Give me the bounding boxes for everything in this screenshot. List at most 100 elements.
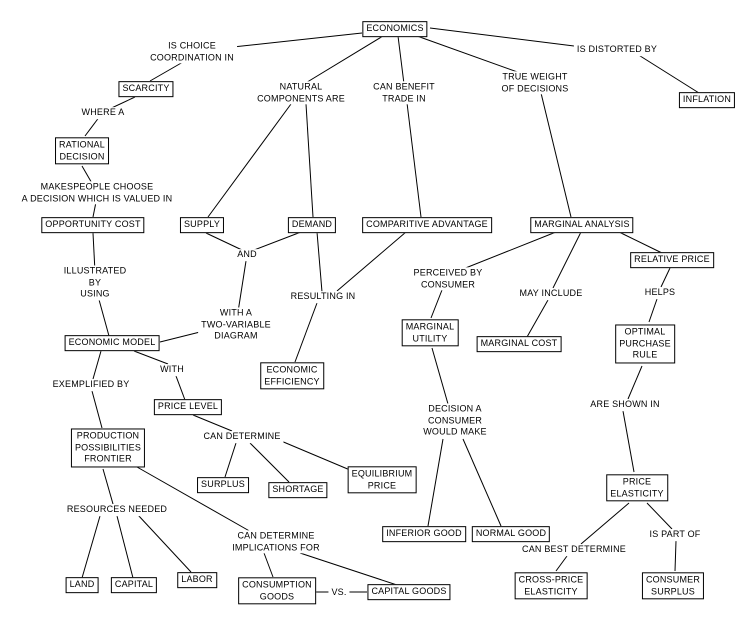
node-consumer-surplus: CONSUMER SURPLUS bbox=[641, 572, 705, 600]
edge-label-vs: VS. bbox=[328, 587, 350, 599]
connector-line bbox=[192, 414, 233, 432]
node-marginal-cost: MARGINAL COST bbox=[476, 336, 562, 352]
connector-line bbox=[646, 502, 673, 530]
edge-label-exemplified-by: EXEMPLIFIED BY bbox=[49, 379, 133, 391]
edge-label-is-distorted-by: IS DISTORTED BY bbox=[573, 44, 661, 56]
node-price-elasticity: PRICE ELASTICITY bbox=[606, 474, 668, 502]
node-economic-efficiency: ECONOMIC EFFICIENCY bbox=[260, 362, 324, 390]
edge-label-natural-components-are: NATURAL COMPONENTS ARE bbox=[254, 81, 348, 105]
node-production-possibilities-frontier: PRODUCTION POSSIBILITIES FRONTIER bbox=[70, 428, 146, 468]
connector-line bbox=[462, 438, 502, 527]
connector-line bbox=[253, 231, 302, 251]
node-supply: SUPPLY bbox=[179, 217, 225, 233]
node-scarcity: SCARCITY bbox=[118, 81, 174, 97]
edge-label-are-shown-in: ARE SHOWN IN bbox=[587, 399, 663, 411]
node-optimal-purchase-rule: OPTIMAL PURCHASE RULE bbox=[615, 324, 675, 364]
connector-line bbox=[648, 298, 658, 323]
edge-label-where-a: WHERE A bbox=[78, 107, 128, 119]
edge-label-can-determine: CAN DETERMINE bbox=[200, 431, 284, 443]
connector-line bbox=[149, 61, 184, 82]
node-demand: DEMAND bbox=[287, 217, 337, 233]
connector-line bbox=[618, 231, 663, 254]
edge-label-can-benefit-trade-in: CAN BENEFIT TRADE IN bbox=[370, 81, 438, 105]
node-consumption-goods: CONSUMPTION GOODS bbox=[238, 577, 316, 605]
node-shortage: SHORTAGE bbox=[268, 482, 328, 498]
connector-line bbox=[540, 92, 572, 218]
connector-line bbox=[137, 514, 192, 573]
connector-line bbox=[427, 438, 444, 527]
node-relative-price: RELATIVE PRICE bbox=[630, 252, 714, 268]
connector-line bbox=[205, 232, 243, 251]
edge-label-illustrated-by-using: ILLUSTRATED BY USING bbox=[60, 265, 130, 301]
connector-line bbox=[303, 35, 384, 85]
edge-label-is-choice-coordination-in: IS CHOICE COORDINATION IN bbox=[147, 40, 237, 64]
connector-line bbox=[224, 442, 237, 478]
edge-label-resulting-in: RESULTING IN bbox=[287, 291, 359, 303]
connector-line bbox=[102, 468, 114, 505]
connector-line bbox=[526, 299, 549, 338]
node-rational-decision: RATIONAL DECISION bbox=[55, 137, 109, 165]
node-economic-model: ECONOMIC MODEL bbox=[64, 335, 160, 351]
node-cross-price-elasticity: CROSS-PRICE ELASTICITY bbox=[514, 572, 588, 600]
connector-line bbox=[273, 437, 351, 471]
node-marginal-utility: MARGINAL UTILITY bbox=[401, 319, 459, 347]
connector-line bbox=[133, 350, 169, 365]
connector-line bbox=[299, 552, 398, 586]
connector-line bbox=[397, 35, 405, 85]
edge-label-can-best-determine: CAN BEST DETERMINE bbox=[519, 544, 629, 556]
connector-line bbox=[555, 555, 568, 572]
connector-line bbox=[406, 102, 422, 218]
connector-line bbox=[674, 540, 677, 572]
edge-label-is-part-of: IS PART OF bbox=[646, 529, 704, 541]
connector-line bbox=[207, 103, 292, 218]
node-economics: ECONOMICS bbox=[362, 21, 428, 37]
connector-line bbox=[457, 231, 557, 272]
node-capital: CAPITAL bbox=[110, 577, 158, 593]
connector-line bbox=[136, 466, 254, 534]
connector-line bbox=[336, 231, 407, 292]
connector-line bbox=[91, 390, 103, 429]
node-comparitive-advantage: COMPARITIVE ADVANTAGE bbox=[362, 217, 492, 233]
connector-line bbox=[249, 442, 290, 483]
connector-line bbox=[429, 27, 599, 50]
connector-line bbox=[294, 302, 318, 363]
edge-label-resources-needed: RESOURCES NEEDED bbox=[63, 504, 171, 516]
node-inflation: INFLATION bbox=[678, 92, 736, 108]
connector-line bbox=[97, 295, 110, 337]
edge-label-can-determine-implications-for: CAN DETERMINE IMPLICATIONS FOR bbox=[229, 530, 323, 554]
node-opportunity-cost: OPPORTUNITY COST bbox=[41, 217, 145, 233]
node-inferior-good: INFERIOR GOOD bbox=[382, 526, 466, 542]
connector-line bbox=[627, 365, 643, 400]
connector-line bbox=[622, 410, 635, 473]
edge-label-true-weight-of-decisions: TRUE WEIGHT OF DECISIONS bbox=[498, 71, 572, 95]
edge-label-may-include: MAY INCLUDE bbox=[516, 288, 586, 300]
connector-line bbox=[116, 515, 134, 579]
edge-label-makes-people-choose: MAKESPEOPLE CHOOSE A DECISION WHICH IS V… bbox=[18, 181, 176, 205]
edge-label-with-a-two-variable-diagram: WITH A TWO-VARIABLE DIAGRAM bbox=[198, 307, 274, 343]
connector-line bbox=[92, 350, 102, 380]
connector-line bbox=[263, 552, 274, 578]
connector-line bbox=[316, 231, 323, 293]
connector-line bbox=[580, 502, 630, 545]
edge-label-helps: HELPS bbox=[641, 287, 679, 299]
edge-label-perceived-by-consumer: PERCEIVED BY CONSUMER bbox=[410, 267, 486, 291]
edge-label-decision-a-consumer-would-make: DECISION A CONSUMER WOULD MAKE bbox=[420, 403, 490, 439]
node-equilibrium-price: EQUILIBRIUM PRICE bbox=[347, 466, 417, 494]
connector-line bbox=[81, 515, 101, 579]
node-capital-goods: CAPITAL GOODS bbox=[367, 584, 451, 600]
connector-line bbox=[430, 289, 443, 319]
connector-line bbox=[660, 267, 671, 288]
node-land: LAND bbox=[65, 577, 99, 593]
edge-label-and: AND bbox=[234, 249, 260, 261]
connector-line bbox=[175, 375, 186, 401]
connector-line bbox=[552, 231, 582, 289]
edge-label-with: WITH bbox=[157, 364, 187, 376]
connector-line bbox=[416, 35, 524, 75]
node-marginal-analysis: MARGINAL ANALYSIS bbox=[530, 217, 634, 233]
node-surplus: SURPLUS bbox=[197, 477, 249, 493]
node-price-level: PRICE LEVEL bbox=[153, 399, 223, 415]
node-normal-good: NORMAL GOOD bbox=[471, 526, 551, 542]
connector-line bbox=[431, 347, 449, 405]
